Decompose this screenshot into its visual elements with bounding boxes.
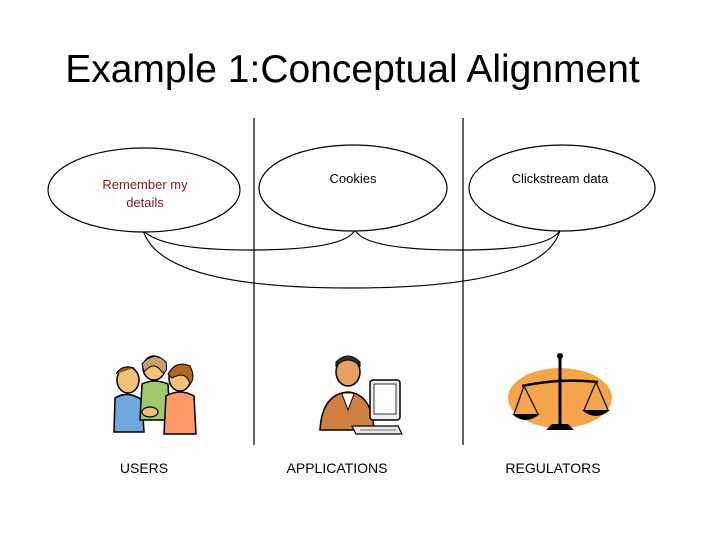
column-label-regulators: REGULATORS [505, 460, 601, 476]
column-label-users: USERS [119, 460, 169, 476]
ellipse-label-regulators: Clickstream data [511, 171, 609, 186]
connector-ellipse1-ellipse2 [142, 229, 356, 251]
connector-ellipse1-ellipse3 [142, 229, 561, 289]
ellipse-label-applications: Cookies [329, 171, 377, 186]
ellipse-regulators-concept [468, 144, 656, 232]
ellipse-applications-concept [258, 144, 448, 232]
column-label-applications: APPLICATIONS [286, 460, 388, 476]
balance-scale-icon [508, 353, 612, 430]
ellipse-users-concept [47, 147, 241, 233]
office-worker-computer-icon [319, 355, 403, 435]
users-group-icon [110, 350, 200, 435]
slide-title: Example 1:Conceptual Alignment [65, 48, 640, 91]
connector-ellipse2-ellipse3 [354, 229, 561, 251]
ellipse-label-users: Remember my details [102, 177, 188, 210]
